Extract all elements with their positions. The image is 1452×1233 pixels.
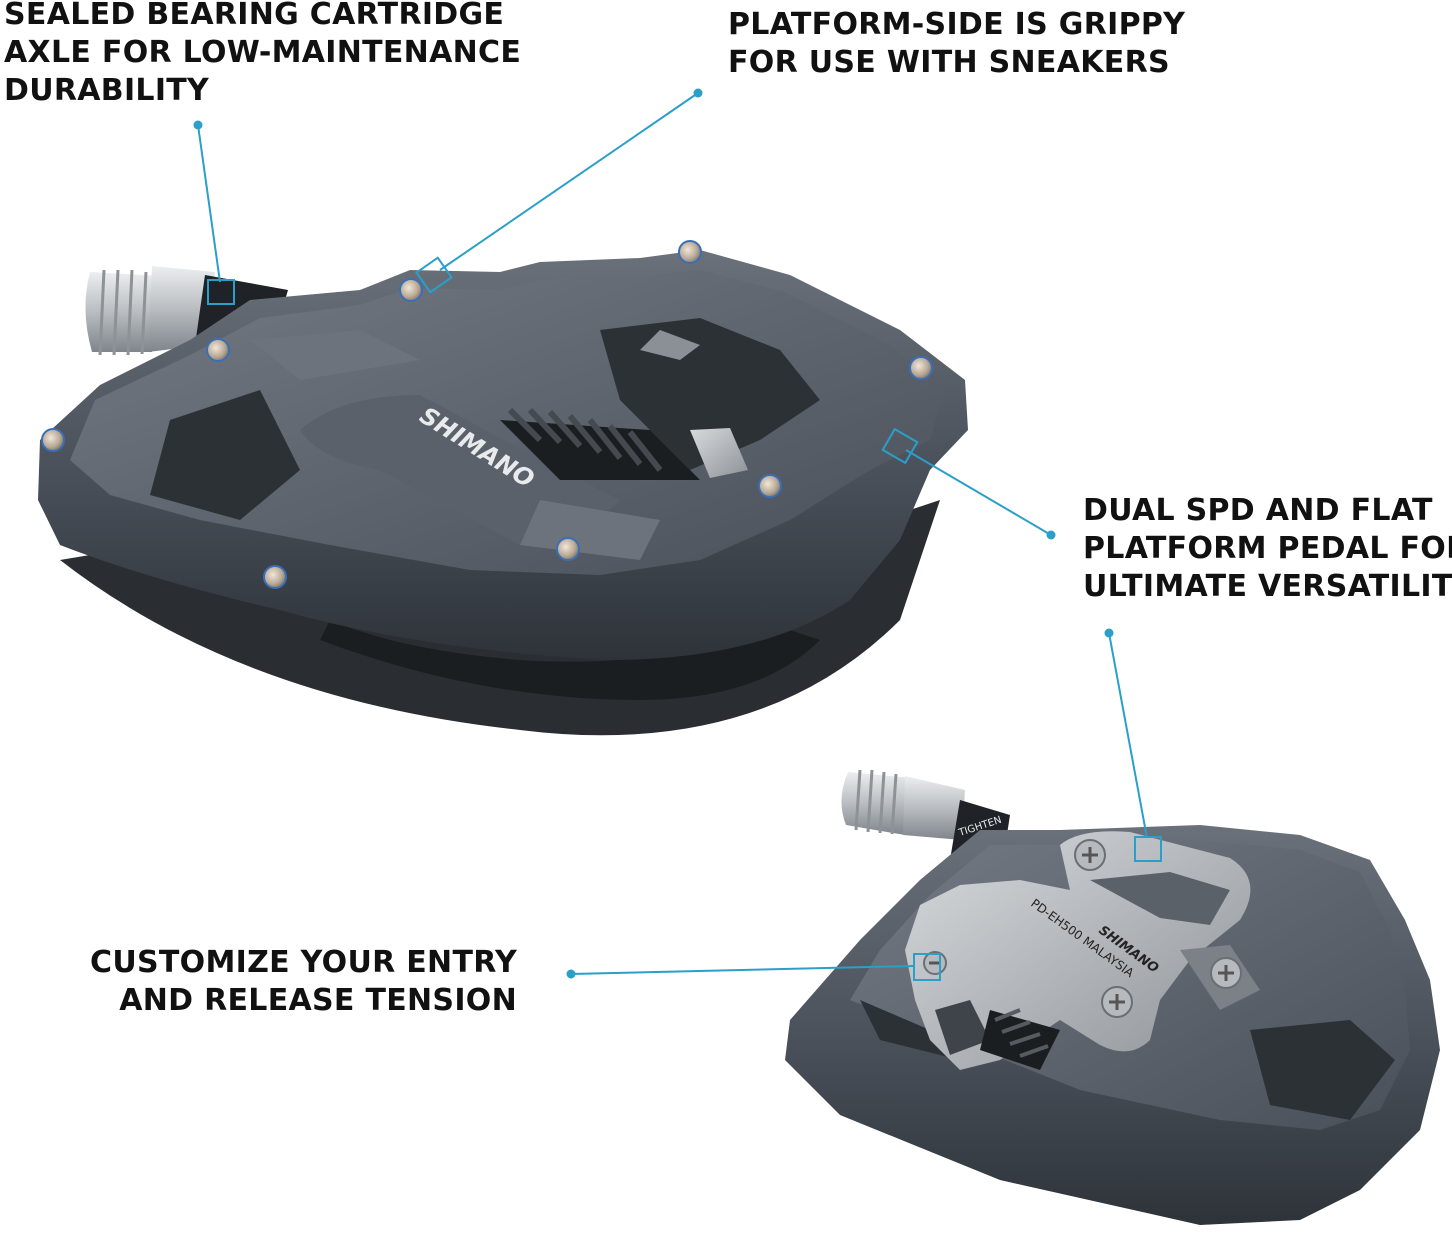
callout-dual-line-2: PLATFORM PEDAL FOR: [1083, 531, 1452, 566]
callout-dual: DUAL SPD AND FLAT PLATFORM PEDAL FOR ULT…: [1083, 492, 1452, 606]
callout-platform-line-1: PLATFORM-SIDE IS GRIPPY: [728, 7, 1186, 42]
callout-dual-line-3: ULTIMATE VERSATILITY: [1083, 569, 1452, 604]
leader-bearing: [193, 120, 235, 305]
callout-bearing-line-3: DURABILITY: [4, 73, 210, 108]
traction-pins: [41, 240, 933, 589]
leader-dual: [881, 427, 1056, 540]
spd-binding: [905, 831, 1260, 1070]
callout-tension-line-2: AND RELEASE TENSION: [119, 983, 517, 1018]
callout-platform: PLATFORM-SIDE IS GRIPPY FOR USE WITH SNE…: [728, 6, 1185, 82]
callout-bearing-line-1: SEALED BEARING CARTRIDGE: [4, 0, 505, 32]
callout-tension-line-1: CUSTOMIZE YOUR ENTRY: [90, 945, 517, 980]
leader-lines: [193, 88, 1162, 981]
spd-spring: [500, 407, 700, 480]
callout-bearing: SEALED BEARING CARTRIDGE AXLE FOR LOW-MA…: [4, 0, 521, 110]
spd-pedal: TIGHTEN PD-EH500 MALAYSIA SHIMANO: [785, 769, 1440, 1225]
callout-bearing-line-2: AXLE FOR LOW-MAINTENANCE: [4, 35, 522, 70]
callout-platform-line-2: FOR USE WITH SNEAKERS: [728, 45, 1170, 80]
leader-tension: [566, 953, 941, 981]
callout-dual-line-1: DUAL SPD AND FLAT: [1083, 493, 1433, 528]
leader-platform: [415, 88, 703, 294]
platform-pedal: SHIMANO: [38, 240, 968, 736]
callout-tension: CUSTOMIZE YOUR ENTRY AND RELEASE TENSION: [90, 944, 517, 1020]
leader-spd: [1104, 628, 1162, 862]
